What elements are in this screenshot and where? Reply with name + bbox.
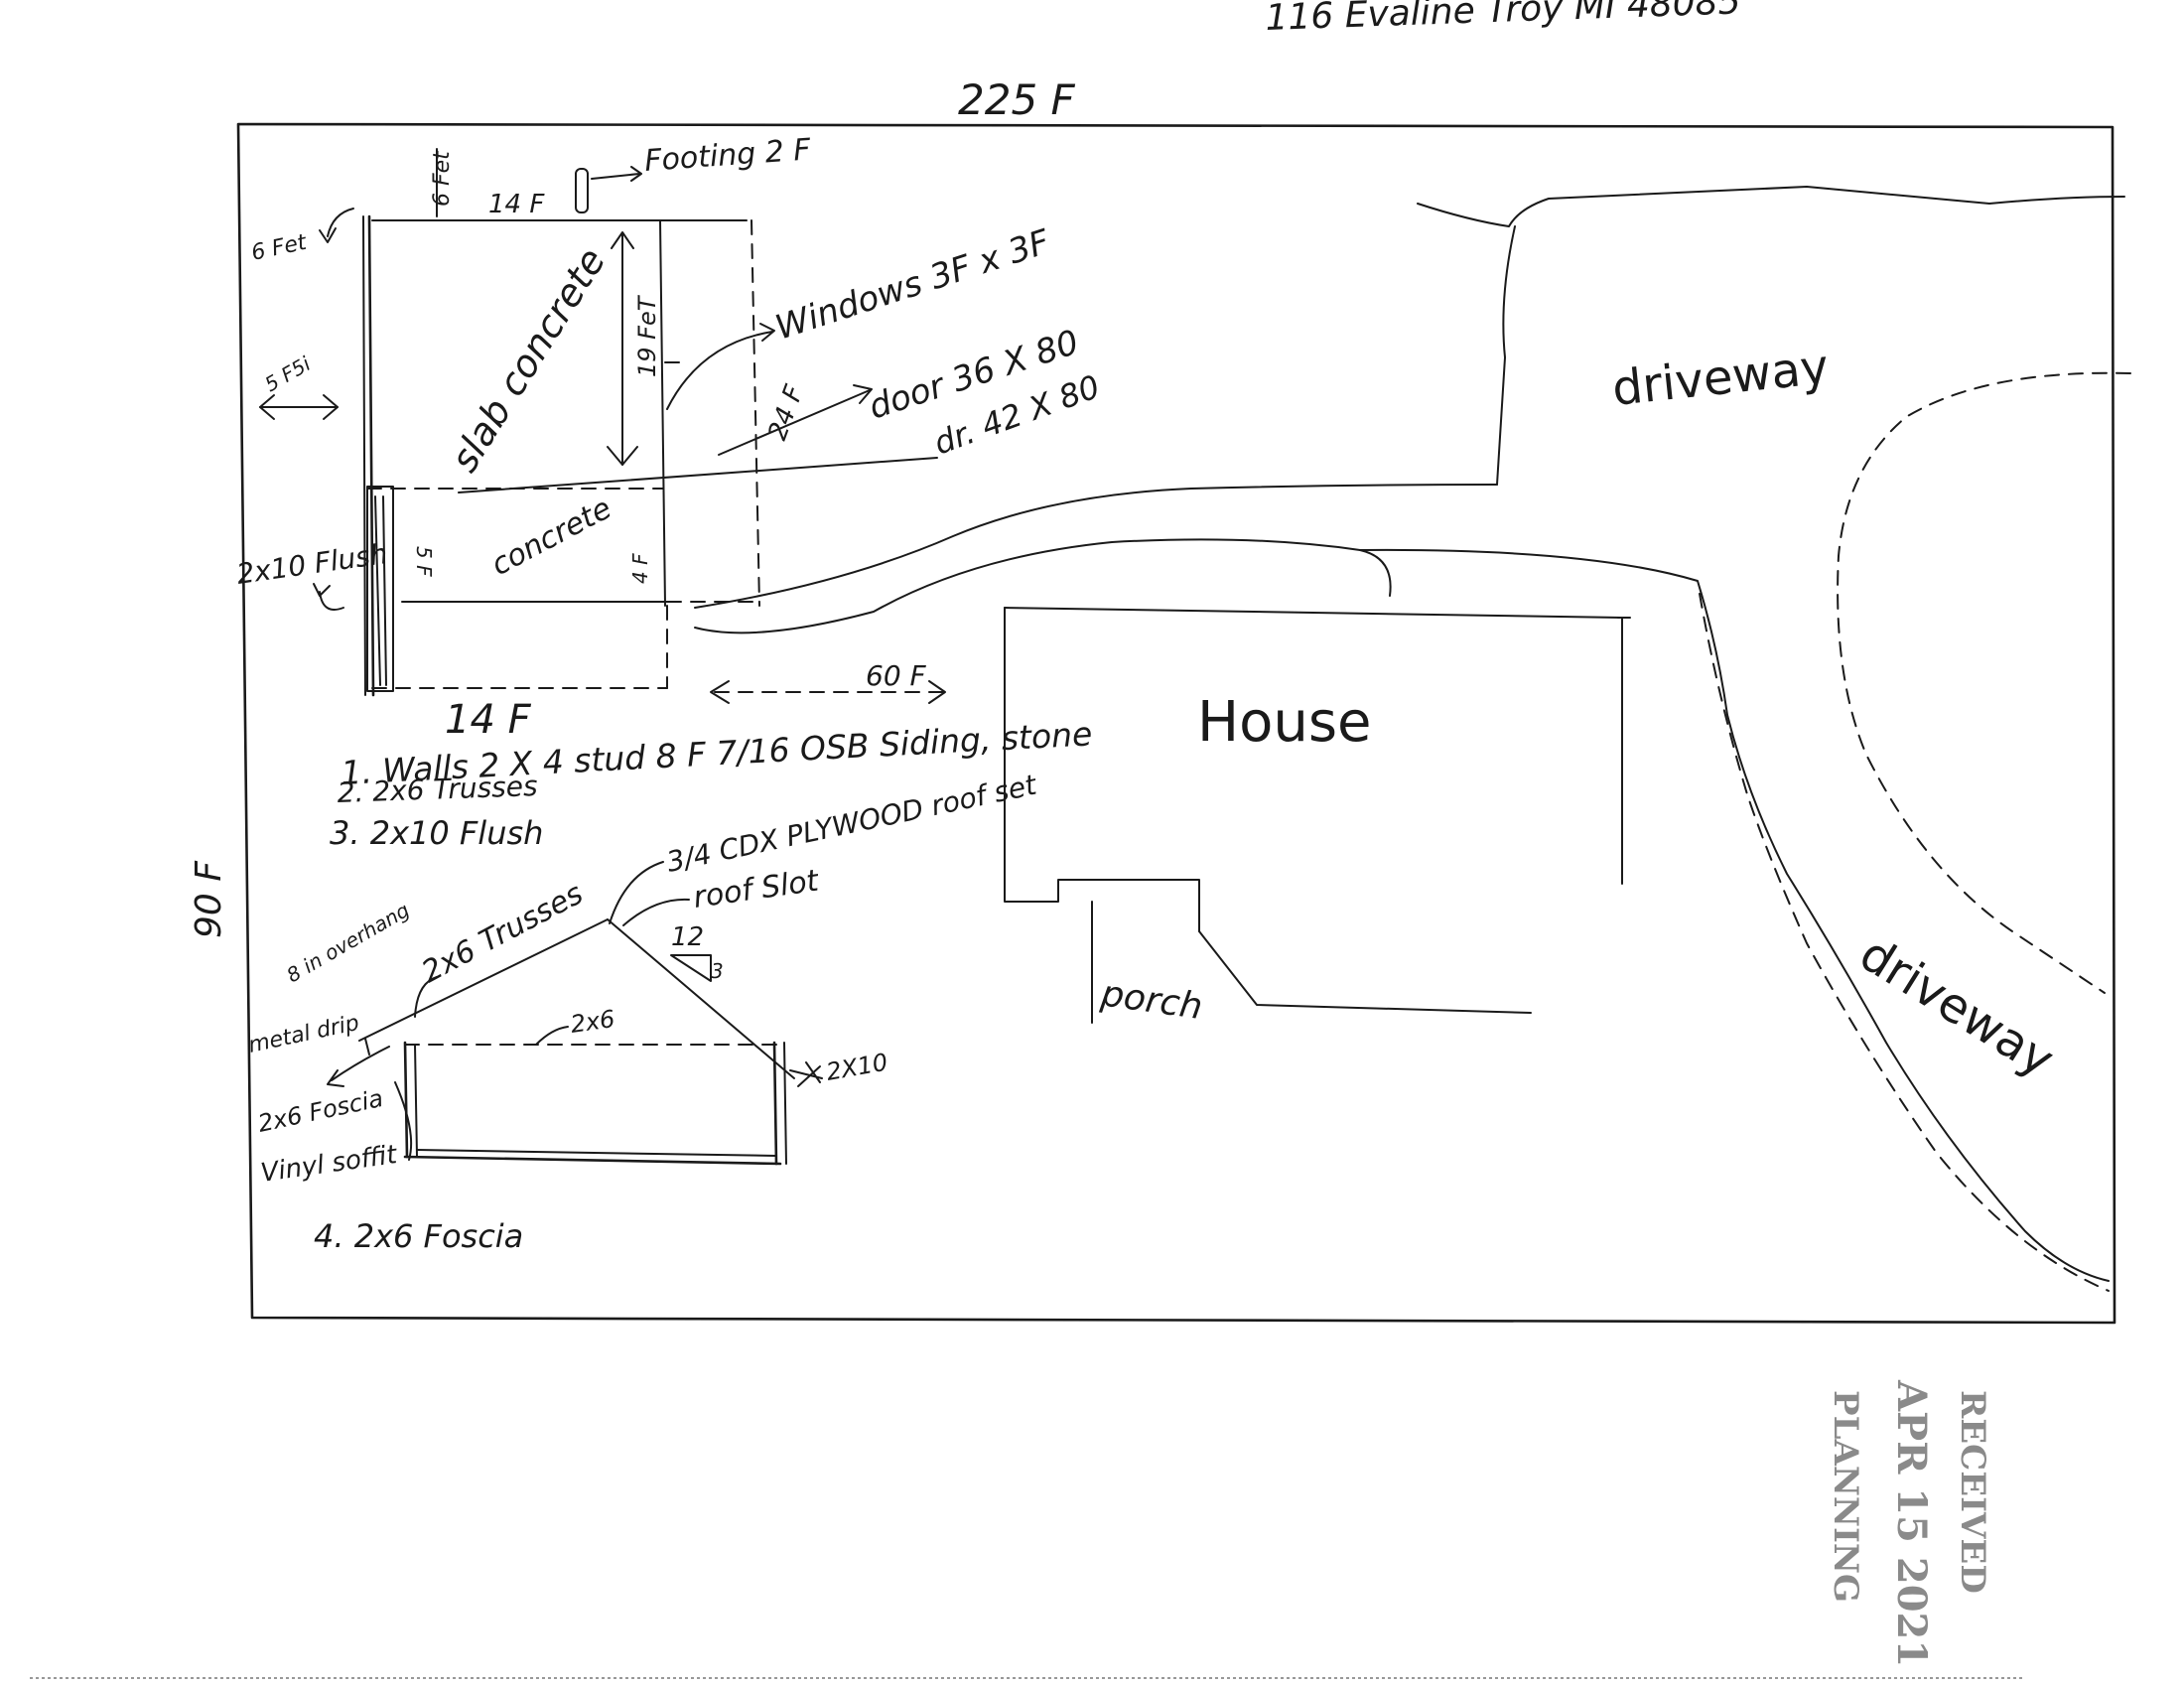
width-bottom-label: 14 F xyxy=(445,697,532,743)
section-right-wall xyxy=(772,1041,778,1166)
header-arrow xyxy=(789,1061,823,1087)
note-2: 2. 2x6 Trusses xyxy=(337,770,538,809)
five-f-label: 5 F xyxy=(412,546,436,577)
trusses-arrow xyxy=(414,976,438,1018)
roof-slot-arrow xyxy=(622,898,690,926)
plywood-label: 3/4 CDX PLYWOOD roof set xyxy=(664,768,1040,878)
pitch-rise-label: 3 xyxy=(711,959,724,983)
width-top-label: 14 F xyxy=(488,190,545,219)
flush-beam xyxy=(366,486,394,692)
address-header: 116 Evaline Troy MI 48085 xyxy=(1265,0,1741,39)
pitch-triangle xyxy=(670,954,712,982)
driveway-label-1: driveway xyxy=(1609,339,1831,417)
header-label: 2X10 xyxy=(824,1049,889,1086)
drip-label: metal drip xyxy=(246,1011,361,1058)
setback-arrow-left-head xyxy=(259,394,275,420)
porch-label: porch xyxy=(1098,973,1205,1028)
received-stamp: RECEIVED APR 15 2021 PLANNING xyxy=(1826,1379,1992,1667)
section-right-wall-inner xyxy=(783,1042,787,1165)
roof-right-slope xyxy=(607,918,795,1079)
property-boundary xyxy=(236,122,2116,1325)
plywood-arrow xyxy=(609,861,664,924)
driveway-upper-top xyxy=(1417,186,2125,227)
stamp-line-2: APR 15 2021 xyxy=(1888,1379,1935,1667)
shed-left-wall xyxy=(367,214,375,697)
fascia-arrow xyxy=(327,1046,390,1087)
porch-slab-label: concrete xyxy=(485,491,616,583)
drip-pointer xyxy=(364,1038,370,1055)
footing-marker xyxy=(575,168,589,213)
flush-label: 2x10 Flush xyxy=(234,537,389,591)
house-label: House xyxy=(1197,690,1372,755)
depth-arrow-bottom xyxy=(607,446,638,466)
porch-outline xyxy=(1091,901,1200,1024)
section-left-wall-inner xyxy=(414,1044,418,1158)
setback-top-label: 6 Fet xyxy=(430,150,455,207)
fascia-label: 2x6 Foscia xyxy=(255,1084,385,1138)
stamp-line-1: RECEIVED xyxy=(1953,1390,1992,1594)
distance-arrow-right xyxy=(928,680,946,704)
lot-width-label: 225 F xyxy=(958,75,1076,124)
windows-label: Windows 3F x 3F xyxy=(770,222,1054,349)
footing-label: Footing 2 F xyxy=(643,132,812,179)
setback-arrow-right-head xyxy=(323,394,339,420)
driveway-right-curve xyxy=(1837,371,2131,994)
flush-beam-hatch-2 xyxy=(382,495,387,686)
footing-arrow xyxy=(591,173,640,180)
pitch-run-label: 12 xyxy=(671,922,704,952)
slab-label: slab concrete xyxy=(442,240,614,480)
door-line xyxy=(458,457,938,493)
stamp-line-3: PLANNING xyxy=(1826,1390,1865,1603)
ceiling-joist-arrow xyxy=(535,1026,569,1046)
driveway-label-2: driveway xyxy=(1850,926,2064,1088)
section-left-wall xyxy=(403,1041,409,1159)
note-4: 4. 2x6 Foscia xyxy=(314,1217,523,1255)
lot-depth-label: 90 F xyxy=(189,860,229,938)
setback-arrow-label: 5 F5i xyxy=(261,352,316,396)
setback-left-arrow xyxy=(319,208,354,243)
soffit-arrow xyxy=(394,1081,413,1161)
roof-left-slope xyxy=(358,918,609,1042)
driveway-lane-upper xyxy=(694,484,1498,609)
depth-arrow-top xyxy=(611,231,634,249)
driveway-left-curve xyxy=(1699,593,2110,1292)
driveway-lane-lower-continue xyxy=(1359,548,2110,1282)
shed-plan: 19 FeT Footing 2 F 6 Fet 14 F 6 Fet 5 F5… xyxy=(234,132,1104,743)
roof-slot-label: roof Slot xyxy=(691,863,821,914)
distance-arrow-left xyxy=(710,680,730,704)
driveway-upper-left xyxy=(1496,225,1516,486)
windows-arrow xyxy=(666,331,773,410)
footing-arrowhead xyxy=(630,166,642,182)
section-floor-inner xyxy=(416,1149,777,1157)
trusses-label: 2x6 Trusses xyxy=(416,877,589,991)
door-arrow xyxy=(718,389,871,456)
four-f-label: 4 F xyxy=(628,553,652,584)
overhang-label: 8 in overhang xyxy=(283,898,414,987)
slab-right-edge xyxy=(659,219,666,607)
ceiling-joist-label: 2x6 xyxy=(569,1005,616,1039)
shed-right-dashed-wall xyxy=(751,219,760,607)
flush-arrow xyxy=(313,583,344,611)
windows-arrowhead xyxy=(759,323,775,342)
section-floor xyxy=(403,1155,782,1166)
side-24-label: 24 F xyxy=(762,380,810,444)
house-outline xyxy=(1004,607,1532,1014)
depth-label: 19 FeT xyxy=(633,294,661,377)
door-arrowhead xyxy=(853,384,873,404)
shed-left-wall-inner xyxy=(362,215,366,696)
note-3: 3. 2x10 Flush xyxy=(330,814,543,852)
distance-label: 60 F xyxy=(866,659,927,692)
soffit-label: Vinyl soffit xyxy=(259,1140,400,1189)
flush-beam-hatch xyxy=(374,495,381,686)
setback-left-label: 6 Fet xyxy=(249,230,310,266)
